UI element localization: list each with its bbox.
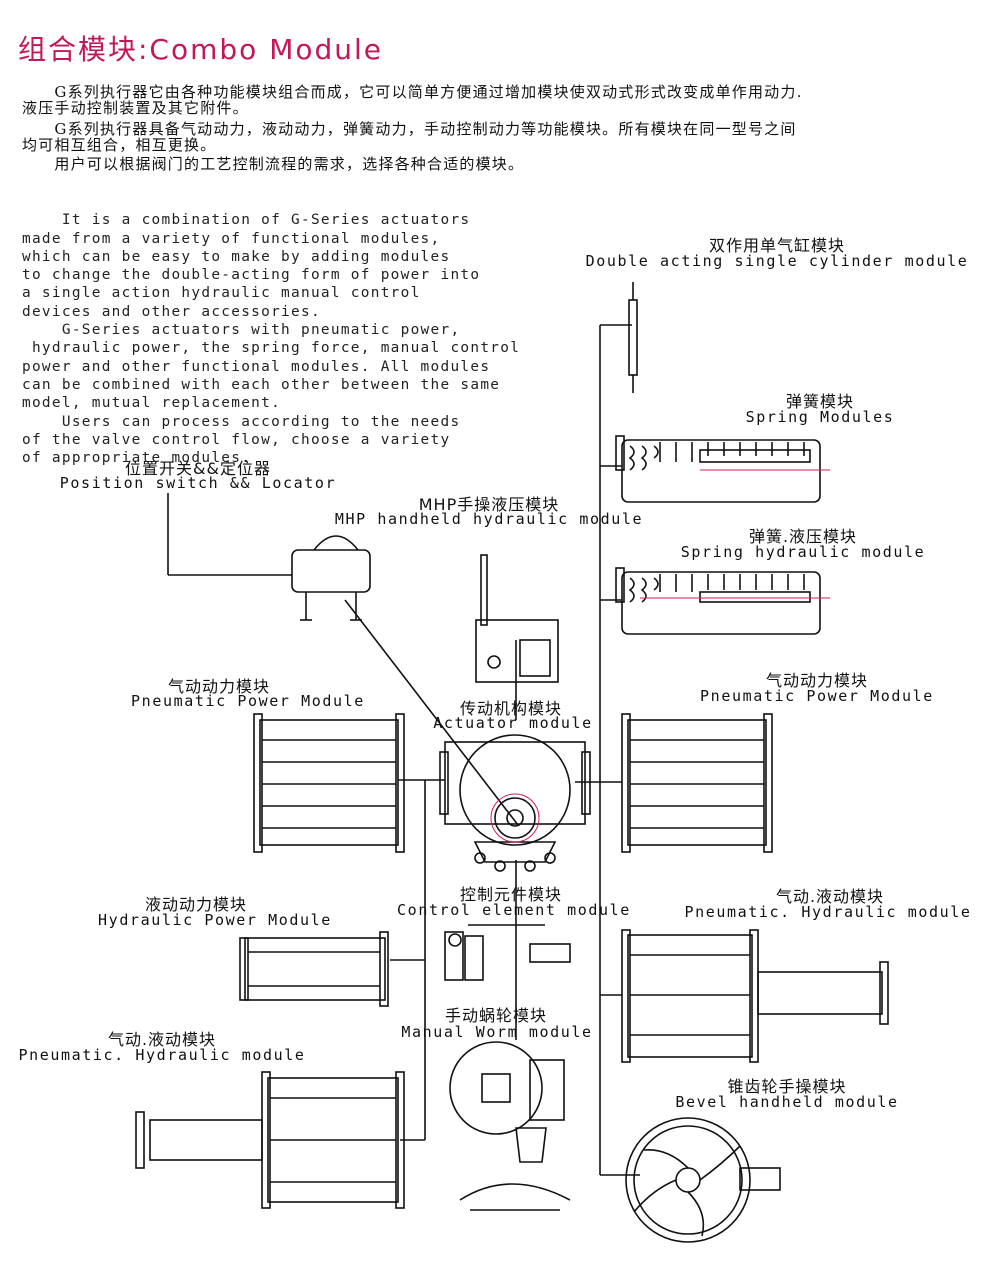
label-spring-hydraulic-cn: 弹簧.液压模块 (748, 527, 858, 546)
intro-cn-line: 液压手动控制装置及其它附件。 (22, 99, 249, 117)
label-actuator-cn: 传动机构模块 (459, 699, 563, 718)
label-pneumatic-right-cn: 气动动力模块 (765, 671, 869, 690)
label-bevel-cn: 锥齿轮手操模块 (727, 1077, 847, 1096)
position-switch-leader (167, 493, 519, 826)
intro-en-line: to change the double-acting form of powe… (22, 267, 481, 284)
label-position-switch-en: Position switch && Locator (59, 474, 337, 492)
bevel-handwheel-drawing (625, 1117, 781, 1243)
manual-worm-drawing (449, 1041, 571, 1211)
intro-cn-line: 用户可以根据阀门的工艺控制流程的需求，选择各种合适的模块。 (22, 155, 525, 173)
intro-cn-line: G系列执行器具备气动动力，液动动力，弹簧动力，手动控制动力等功能模块。所有模块在… (22, 120, 797, 138)
label-control-element-cn: 控制元件模块 (459, 885, 563, 904)
mhp-drawing (475, 554, 559, 683)
label-pneumatic-hydraulic-left-cn: 气动.液动模块 (107, 1030, 217, 1049)
label-hydraulic-power-en: Hydraulic Power Module (98, 911, 332, 929)
label-pneumatic-right-en: Pneumatic Power Module (700, 687, 934, 705)
label-bevel-en: Bevel handheld module (675, 1093, 899, 1111)
label-pneumatic-hydraulic-right-en: Pneumatic. Hydraulic module (684, 903, 972, 921)
label-mhp-en: MHP handheld hydraulic module (334, 510, 644, 528)
page-title: 组合模块:Combo Module (18, 33, 384, 66)
intro-en-line: hydraulic power, the spring force, manua… (22, 340, 521, 357)
pneumatic-right-drawing (621, 713, 773, 853)
intro-en-line: of appropriate modules. (22, 450, 252, 467)
right-bus-lines (575, 324, 640, 1176)
label-spring-cn: 弹簧模块 (785, 392, 855, 411)
intro-en-line: Users can process according to the needs (22, 413, 461, 430)
label-pneumatic-left-en: Pneumatic Power Module (131, 692, 365, 710)
intro-en-line: which can be easy to make by adding modu… (22, 248, 451, 265)
intro-en-line: of the valve control flow, choose a vari… (22, 431, 451, 448)
label-double-acting-en: Double acting single cylinder module (585, 252, 969, 270)
label-mhp-cn: MHP手操液压模块 (418, 495, 560, 514)
double-acting-cylinder-drawing (628, 282, 638, 393)
position-switch-drawing (291, 535, 371, 621)
label-double-acting-cn: 双作用单气缸模块 (708, 236, 846, 255)
label-pneumatic-hydraulic-right-cn: 气动.液动模块 (775, 887, 885, 906)
label-manual-worm-en: Manual Worm module (401, 1023, 593, 1041)
intro-en-line: model, mutual replacement. (22, 395, 282, 412)
intro-en-line: can be combined with each other between … (22, 376, 501, 393)
label-pneumatic-hydraulic-left-en: Pneumatic. Hydraulic module (18, 1046, 306, 1064)
label-pneumatic-left-cn: 气动动力模块 (167, 677, 271, 696)
spring-module-drawing (615, 435, 821, 503)
intro-en-line: devices and other accessories. (22, 303, 321, 320)
intro-cn-line: G系列执行器它由各种功能模块组合而成，它可以简单方便通过增加模块使双动式形式改变… (22, 83, 803, 101)
left-bus-lines (390, 640, 545, 1141)
intro-en: It is a combination of G-Series actuator… (22, 193, 562, 467)
intro-cn-line: 均可相互组合，相互更换。 (22, 136, 217, 154)
label-control-element-en: Control element module (397, 901, 631, 919)
intro-en-line: power and other functional modules. All … (22, 358, 491, 375)
intro-en-line: G-Series actuators with pneumatic power, (22, 322, 461, 339)
intro-en-line: It is a combination of G-Series actuator… (22, 212, 471, 229)
label-manual-worm-cn: 手动蜗轮模块 (444, 1006, 548, 1025)
pneumatic-hydraulic-right-drawing (621, 929, 889, 1063)
label-spring-hydraulic-en: Spring hydraulic module (680, 543, 926, 561)
spring-hydraulic-drawing (615, 567, 821, 635)
intro-en-line: made from a variety of functional module… (22, 230, 441, 247)
actuator-center-mark (490, 793, 540, 843)
label-position-switch-cn: 位置开关&&定位器 (125, 459, 271, 478)
pneumatic-left-drawing (253, 713, 405, 853)
label-actuator-en: Actuator module (433, 714, 593, 732)
pneumatic-hydraulic-left-drawing (135, 1071, 405, 1209)
hydraulic-power-drawing (239, 931, 389, 1007)
label-spring-en: Spring Modules (745, 408, 895, 426)
label-hydraulic-power-cn: 液动动力模块 (144, 895, 248, 914)
actuator-module-drawing (439, 734, 591, 872)
control-element-drawing (444, 931, 571, 981)
intro-en-line: a single action hydraulic manual control (22, 285, 421, 302)
